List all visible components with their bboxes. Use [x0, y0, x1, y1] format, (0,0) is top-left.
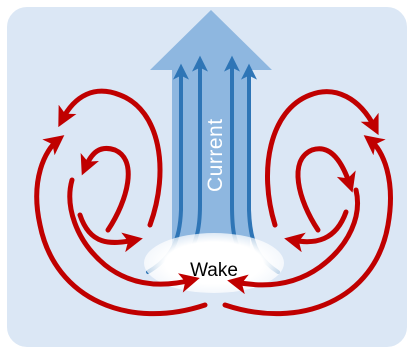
right-vortex-middle [295, 146, 356, 233]
left-vortex-upper [58, 88, 163, 228]
current-label: Current [204, 118, 227, 192]
left-vortex-small [77, 212, 143, 253]
right-vortex [222, 89, 393, 317]
right-vortex-outer [222, 135, 393, 317]
right-vortex-inner [227, 187, 360, 295]
right-vortex-small [284, 209, 349, 253]
left-vortex-outer [34, 135, 208, 317]
left-vortex-inner [67, 177, 200, 293]
left-vortex [34, 88, 208, 317]
right-vortex-upper [265, 89, 379, 228]
left-vortex-middle [80, 145, 131, 233]
wake-label: Wake [190, 260, 238, 281]
